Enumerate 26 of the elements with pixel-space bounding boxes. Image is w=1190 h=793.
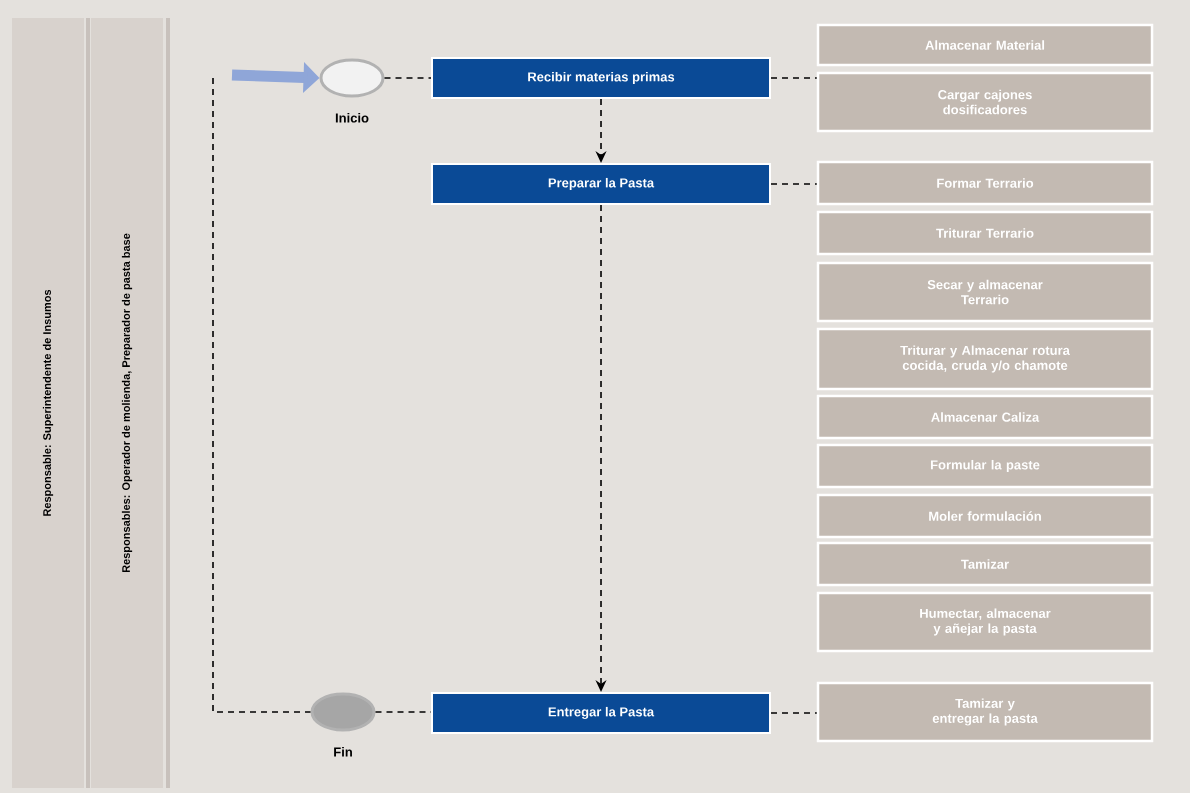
task-box: Almacenar Caliza — [816, 394, 1154, 440]
task-box: Moler formulación — [816, 493, 1154, 539]
task-box: Almacenar Material — [816, 23, 1154, 67]
connector-line — [212, 77, 312, 713]
task-box: Formular la paste — [816, 443, 1154, 489]
circle-symbol — [310, 692, 376, 732]
node-caption: Fin — [334, 747, 352, 757]
task-box: Secar y almacenar Terrario — [816, 261, 1154, 323]
connector-line — [383, 77, 432, 79]
connector-line — [770, 712, 818, 714]
process-box: Preparar la Pasta — [431, 163, 771, 205]
lane-header: Responsable: Superintendente de Insumos — [12, 18, 84, 788]
task-box: Tamizar y entregar la pasta — [816, 681, 1154, 743]
task-box: Triturar Terrario — [816, 210, 1154, 256]
task-box: Tamizar — [816, 541, 1154, 587]
process-box: Recibir materias primas — [431, 57, 771, 99]
process-box: Entregar la Pasta — [431, 692, 771, 734]
connector-line — [770, 183, 818, 185]
task-box: Cargar cajones dosificadores — [816, 71, 1154, 133]
task-box: Humectar, almacenar y añejar la pasta — [816, 591, 1154, 653]
task-box: Triturar y Almacenar rotura cocida, cruda y/o chamote — [816, 327, 1154, 391]
lane-header: Responsables: Operador de molienda, Preparador de pasta base — [91, 18, 163, 788]
task-box: Formar Terrario — [816, 160, 1154, 206]
node-caption: Inicio — [335, 113, 369, 123]
circle-symbol — [319, 58, 385, 98]
connector-line — [770, 77, 818, 79]
